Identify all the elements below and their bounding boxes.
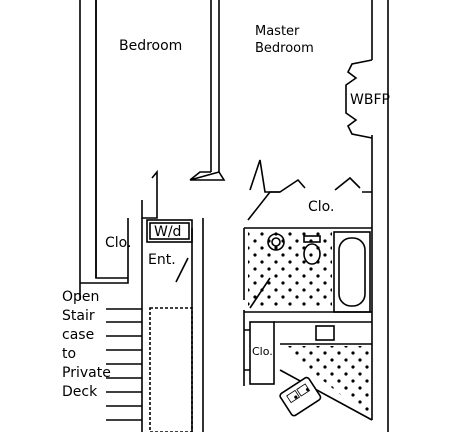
lower-tile-floor: [280, 346, 372, 420]
hall-wall-upper: [141, 169, 158, 219]
hall-wall-left: [80, 218, 129, 284]
master-bedroom-label-line1: Master: [255, 24, 300, 39]
closet-upper-walls: [247, 191, 372, 221]
counter-sink: [315, 325, 335, 341]
angled-wall: [279, 369, 373, 421]
closet-lower-label: Clo.: [252, 345, 273, 358]
entry-door-line: [175, 257, 189, 283]
stair-note-line: to: [62, 346, 76, 362]
hall-right-wall: [191, 218, 204, 432]
stair-note-line: Stair: [62, 308, 95, 324]
bedroom-label: Bedroom: [119, 38, 182, 54]
angled-appliance: [279, 376, 322, 417]
stair-note-line: case: [62, 327, 94, 343]
fireplace: [345, 59, 373, 139]
stair-note-line: Open: [62, 289, 99, 305]
stair-note-line: Private: [62, 365, 111, 381]
bath-outer-wall: [243, 227, 372, 386]
stair-treads: [106, 308, 142, 421]
closet-roofline: [249, 159, 361, 193]
staircase: [149, 307, 193, 432]
bedroom-door-swing: [189, 171, 226, 181]
stair-note-line: Deck: [62, 384, 98, 400]
closet-upper-label: Clo.: [308, 199, 334, 215]
master-bedroom-label-line2: Bedroom: [255, 41, 314, 56]
washer-dryer-box: [146, 219, 193, 243]
lower-room-walls: [274, 321, 372, 345]
lower-closet: [249, 321, 275, 385]
entry-label: Ent.: [148, 252, 176, 268]
bedroom-divider-wall: [210, 0, 220, 172]
washer-dryer-label: W/d: [154, 224, 181, 240]
bath-tile-floor: [248, 232, 332, 308]
wbfp-label: WBFP: [350, 92, 390, 108]
closet-left-label: Clo.: [105, 235, 131, 251]
